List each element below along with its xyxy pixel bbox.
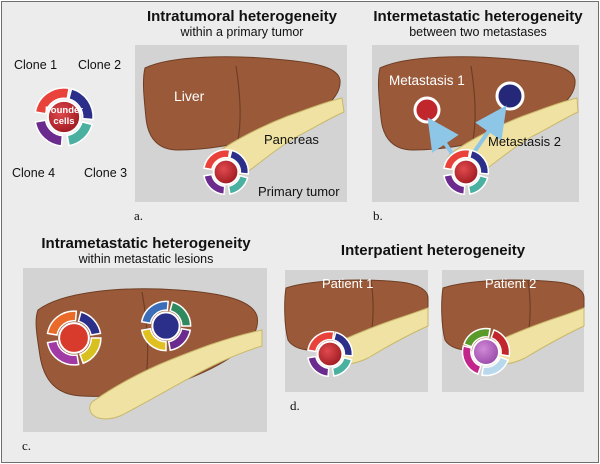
panel-b-primary-tumor-clone-arc-2	[468, 149, 490, 175]
clone-1-label: Clone 1	[14, 58, 58, 72]
metastasis-2-label: Metastasis 2	[488, 134, 561, 149]
panel-c-lesion-left-clone-arc-3	[78, 337, 102, 365]
panel-b-primary-tumor-clone-arc-1	[443, 148, 471, 171]
panel-b-title: Intermetastatic heterogeneity	[373, 8, 583, 25]
clone-4-label: Clone 4	[12, 166, 56, 180]
metastasis-2-arrow	[468, 105, 507, 160]
panel-c-lesion-right	[140, 300, 192, 352]
patient-2-tumor-clone-arc-4	[461, 344, 482, 376]
patient-2-tumor-clone-arc-1	[462, 327, 491, 348]
legend-founder-cluster-clone-arc-1	[34, 87, 70, 115]
panel-c-subtitle: within metastatic lesions	[78, 252, 214, 266]
panel-c-lesion-left-founder-core	[58, 322, 90, 354]
legend-founder-cluster	[34, 87, 94, 147]
metastasis-2-lesion	[495, 81, 525, 111]
metastasis-1-arrow	[427, 117, 459, 160]
panel-b-primary-tumor-clone-arc-4	[443, 173, 466, 196]
clone-2-label: Clone 2	[78, 58, 122, 72]
panel-a-primary-tumor-founder-core	[212, 158, 240, 186]
panel-b-primary-tumor-clone-arc-3	[467, 174, 489, 195]
panel-c-lesion-right-clone-arc-2	[169, 301, 192, 327]
panel-c-letter: c.	[22, 438, 32, 453]
legend-founder-cluster-clone-arc-4	[34, 119, 64, 147]
panel-a-primary-tumor	[203, 148, 250, 196]
patient-1-tumor	[307, 330, 354, 378]
patient-1-tumor-clone-arc-2	[332, 331, 354, 357]
patient-2-tumor	[461, 327, 511, 377]
patient-2-tumor-clone-arc-2	[490, 328, 511, 357]
patient-2-label: Patient 2	[485, 276, 537, 291]
founder-cells-label: Founder cells	[45, 105, 83, 127]
panel-b-primary-tumor-founder-core	[452, 158, 480, 186]
metastasis-1-label: Metastasis 1	[389, 73, 465, 88]
legend-founder-cluster-clone-arc-3	[66, 120, 94, 147]
panel-c-lesion-left-clone-arc-1	[46, 310, 78, 336]
panel-a-subtitle: within a primary tumor	[180, 25, 304, 39]
panel-c-lesion-right-clone-arc-1	[140, 300, 169, 325]
clone-3-label: Clone 3	[84, 166, 128, 180]
panel-b-subtitle: between two metastases	[409, 25, 547, 39]
panel-a-primary-tumor-clone-arc-2	[228, 149, 250, 175]
panel-c-lesion-left-clone-arc-2	[77, 311, 102, 336]
panel-a-primary-tumor-clone-arc-1	[203, 148, 231, 171]
panel-a-primary-tumor-label: Primary tumor	[258, 184, 340, 199]
patient-1-tumor-clone-arc-1	[307, 330, 335, 353]
patient-1-tumor-clone-arc-3	[331, 356, 353, 377]
panel-c-title: Intrametastatic heterogeneity	[41, 235, 251, 252]
legend-founder-cluster-founder-core	[46, 99, 82, 135]
legend-founder-cluster-clone-arc-2	[67, 87, 94, 121]
patient-1-label: Patient 1	[322, 276, 374, 291]
metastasis-1-lesion	[413, 96, 441, 124]
panel-c-lesion-right-clone-arc-3	[167, 327, 192, 352]
panel-d-title: Interpatient heterogeneity	[340, 242, 526, 259]
panel-a-primary-tumor-clone-arc-3	[227, 174, 249, 195]
patient-1-tumor-founder-core	[316, 340, 344, 368]
patient-1-tumor-clone-arc-4	[307, 355, 330, 378]
panel-a-liver-label: Liver	[174, 88, 205, 104]
panel-d-letter: d.	[290, 398, 300, 413]
panel-a-title: Intratumoral heterogeneity	[146, 8, 338, 25]
patient-2-tumor-clone-arc-3	[481, 356, 510, 377]
panel-c-lesion-right-clone-arc-4	[140, 327, 167, 352]
panel-a-primary-tumor-clone-arc-4	[203, 173, 226, 196]
panel-c-lesion-right-founder-core	[151, 311, 181, 341]
panel-c-lesion-left	[46, 310, 102, 366]
panel-c-lesion-left-clone-arc-4	[46, 340, 80, 366]
panel-a-letter: a.	[134, 208, 144, 223]
panel-c-pancreas	[89, 329, 263, 420]
panel-b-primary-tumor	[443, 148, 490, 196]
panel-b-letter: b.	[373, 208, 383, 223]
patient-2-tumor-founder-core	[471, 337, 501, 367]
panel-a-pancreas-label: Pancreas	[264, 132, 319, 147]
